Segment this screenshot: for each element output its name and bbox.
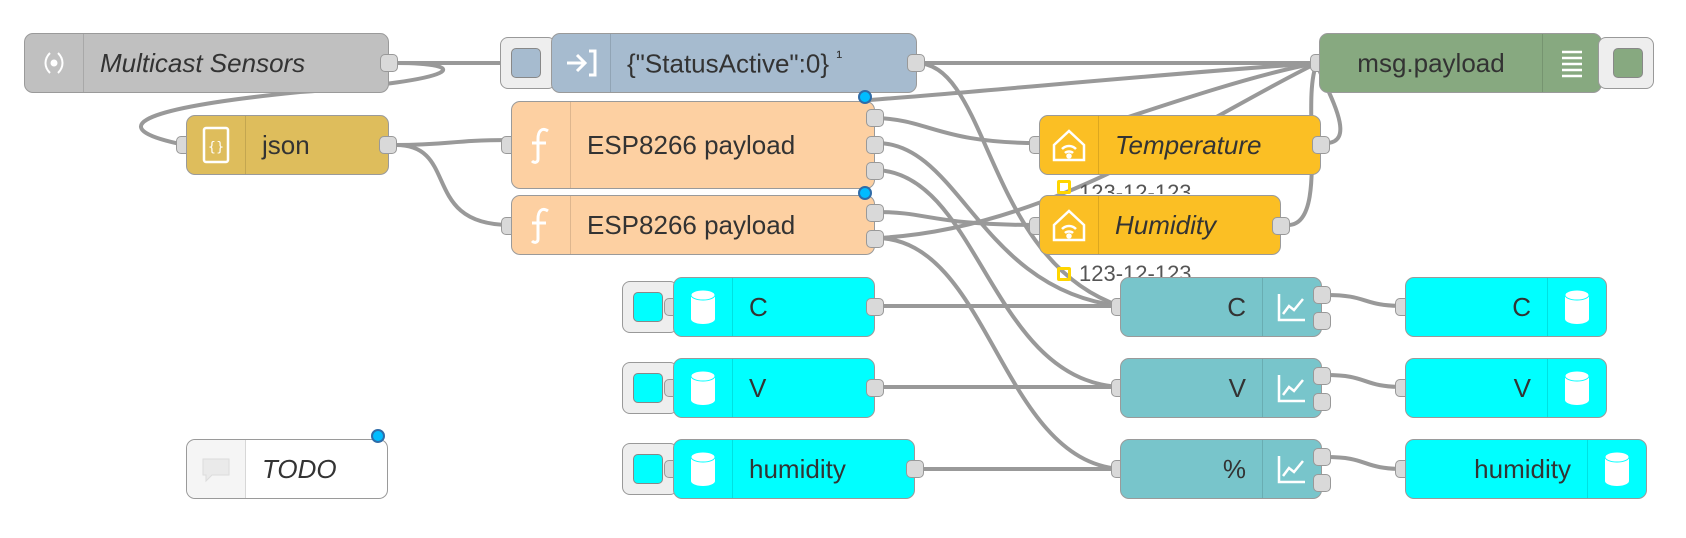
node-label: humidity xyxy=(1474,453,1571,484)
output-port-2[interactable] xyxy=(1313,474,1331,492)
node-homekit-humidity[interactable]: Humidity xyxy=(1039,195,1281,255)
output-port-1[interactable] xyxy=(866,109,884,127)
wire-esp2-hum xyxy=(875,210,1040,227)
node-label: Humidity xyxy=(1115,209,1217,240)
output-port-2[interactable] xyxy=(1313,312,1331,330)
homekit-house-icon xyxy=(1040,116,1099,174)
function-f-icon xyxy=(512,196,571,254)
output-port[interactable] xyxy=(379,136,397,154)
database-icon xyxy=(1587,440,1646,498)
wire-esp1-debug xyxy=(868,61,1319,102)
wire-esp1-chartv xyxy=(875,168,1122,389)
node-chart-percent[interactable]: % xyxy=(1120,439,1322,499)
status-text: 123-12-123 xyxy=(1079,180,1192,194)
homekit-house-icon xyxy=(1040,196,1099,254)
node-label: V xyxy=(1513,372,1531,403)
output-port-2[interactable] xyxy=(1313,393,1331,411)
node-label: ESP8266 payload xyxy=(587,129,796,160)
chart-line-icon xyxy=(1262,359,1321,417)
output-port[interactable] xyxy=(380,54,398,72)
node-label: V xyxy=(749,372,767,403)
node-db-out-humidity[interactable]: humidity xyxy=(1405,439,1647,499)
node-esp8266-payload-2[interactable]: ESP8266 payload xyxy=(511,195,875,255)
chart-line-icon xyxy=(1262,440,1321,498)
inject-label: {"StatusActive":0} xyxy=(627,48,830,79)
node-label: ESP8266 payload xyxy=(587,209,796,240)
node-homekit-temperature[interactable]: Temperature xyxy=(1039,115,1321,175)
comment-bubble-icon xyxy=(187,440,246,498)
node-label: % xyxy=(1222,453,1246,484)
output-port-2[interactable] xyxy=(866,230,884,248)
changed-indicator xyxy=(371,429,385,443)
changed-indicator xyxy=(858,90,872,104)
node-label: C xyxy=(1512,291,1531,322)
node-db-c[interactable]: C xyxy=(673,277,875,337)
wire-json-esp1 xyxy=(394,138,512,147)
chart-line-icon xyxy=(1262,278,1321,336)
wire-chartpct-outh xyxy=(1324,455,1407,471)
output-port[interactable] xyxy=(866,379,884,397)
node-comment-todo[interactable]: TODO xyxy=(186,439,388,499)
output-port-3[interactable] xyxy=(866,162,884,180)
json-braces-icon: {} xyxy=(187,116,246,174)
node-label: msg.payload xyxy=(1357,47,1505,78)
node-db-humidity[interactable]: humidity xyxy=(673,439,915,499)
node-label: C xyxy=(1227,291,1246,322)
node-label: json xyxy=(262,129,310,160)
output-port-2[interactable] xyxy=(866,136,884,154)
wire-chartv-outv xyxy=(1324,373,1407,389)
inject-trigger-button[interactable] xyxy=(622,362,678,414)
status-dot-icon xyxy=(1057,267,1071,281)
node-label: V xyxy=(1228,372,1246,403)
wire-json-esp2 xyxy=(394,143,512,227)
arrow-in-icon xyxy=(552,34,611,92)
database-icon xyxy=(1547,359,1606,417)
node-label: Multicast Sensors xyxy=(100,47,306,78)
database-icon xyxy=(674,278,733,336)
node-label: TODO xyxy=(262,453,337,484)
wire-esp1-temp xyxy=(875,116,1040,145)
svg-text:{}: {} xyxy=(208,140,225,155)
node-label: Temperature xyxy=(1115,129,1262,160)
output-port-1[interactable] xyxy=(1313,286,1331,304)
node-db-out-v[interactable]: V xyxy=(1405,358,1607,418)
database-icon xyxy=(1547,278,1606,336)
output-port-1[interactable] xyxy=(1313,448,1331,466)
function-f-icon xyxy=(512,102,571,188)
node-label: {"StatusActive":0} ¹ xyxy=(611,47,916,80)
node-esp8266-payload-1[interactable]: ESP8266 payload xyxy=(511,101,875,189)
output-port[interactable] xyxy=(866,298,884,316)
node-db-out-c[interactable]: C xyxy=(1405,277,1607,337)
output-port[interactable] xyxy=(1312,136,1330,154)
node-inject-status[interactable]: {"StatusActive":0} ¹ xyxy=(551,33,917,93)
wire-esp2-chartpct xyxy=(875,236,1122,471)
node-chart-v[interactable]: V xyxy=(1120,358,1322,418)
wire-inject-down xyxy=(914,61,1122,308)
node-label: humidity xyxy=(749,453,846,484)
wire-chartc-outc xyxy=(1324,293,1407,308)
wire-esp1-chartc xyxy=(875,141,1122,308)
node-json[interactable]: {} json xyxy=(186,115,389,175)
node-label: C xyxy=(749,291,768,322)
node-chart-c[interactable]: C xyxy=(1120,277,1322,337)
debug-toggle-button[interactable] xyxy=(1598,37,1654,89)
output-port[interactable] xyxy=(907,54,925,72)
output-port-1[interactable] xyxy=(866,204,884,222)
node-multicast-sensors[interactable]: Multicast Sensors xyxy=(24,33,389,93)
inject-badge: ¹ xyxy=(836,46,843,67)
output-port-1[interactable] xyxy=(1313,367,1331,385)
status-dot-icon xyxy=(1057,180,1071,194)
inject-trigger-button[interactable] xyxy=(500,37,556,89)
node-db-v[interactable]: V xyxy=(673,358,875,418)
database-icon xyxy=(674,359,733,417)
udp-broadcast-icon xyxy=(25,34,84,92)
list-lines-icon xyxy=(1542,34,1601,92)
database-icon xyxy=(674,440,733,498)
changed-indicator xyxy=(858,186,872,200)
node-debug-msg-payload[interactable]: msg.payload xyxy=(1319,33,1602,93)
node-status: 123-12-123 xyxy=(1057,180,1192,194)
output-port[interactable] xyxy=(1272,217,1290,235)
output-port[interactable] xyxy=(906,460,924,478)
